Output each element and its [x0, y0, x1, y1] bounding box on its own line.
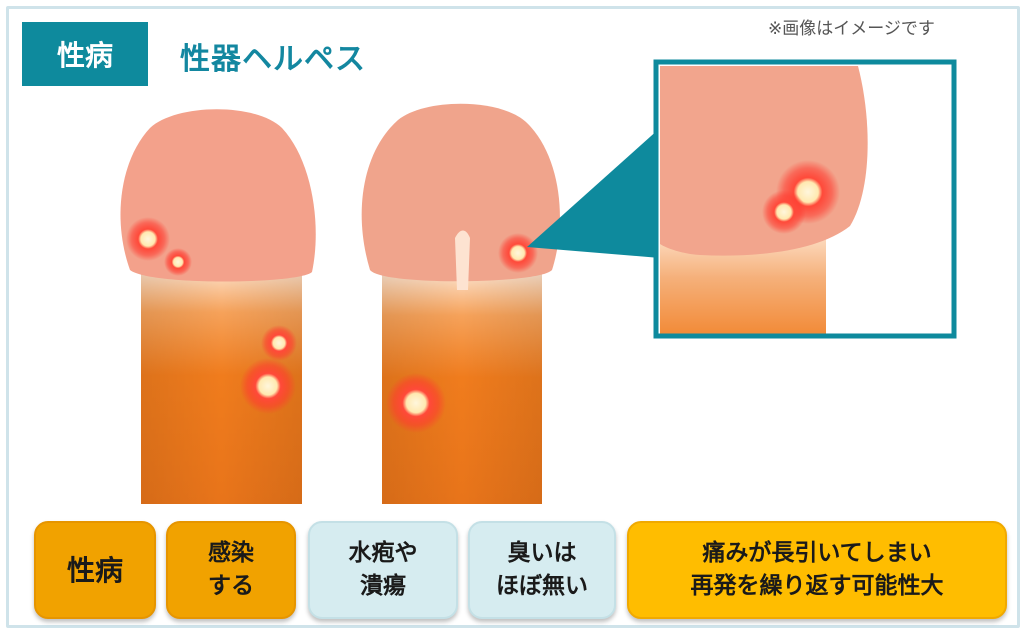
- zoom-callout: [527, 59, 957, 339]
- feature-pill-recurrence: 痛みが長引いてしまい 再発を繰り返す可能性大: [627, 521, 1007, 619]
- zoom-pointer: [527, 128, 660, 258]
- lesion: [386, 373, 446, 433]
- lesion: [498, 233, 538, 273]
- feature-pill-std: 性病: [34, 521, 156, 619]
- feature-pill-infectious: 感染 する: [166, 521, 296, 619]
- middle-organ: [361, 103, 560, 504]
- lesion: [126, 217, 170, 261]
- feature-pill-odor: 臭いは ほぼ無い: [468, 521, 616, 619]
- zoom-border: [653, 59, 957, 339]
- left-organ: [120, 109, 316, 504]
- page-title: 性器ヘルペス: [180, 42, 366, 77]
- lesion: [261, 325, 297, 361]
- image-note: ※画像はイメージです: [768, 19, 935, 39]
- category-tag: 性病: [22, 22, 148, 86]
- lesion: [164, 248, 192, 276]
- feature-pill-blisters: 水疱や 潰瘍: [308, 521, 458, 619]
- lesion: [762, 190, 806, 234]
- zoom-glans: [660, 66, 868, 256]
- lesion: [240, 358, 296, 414]
